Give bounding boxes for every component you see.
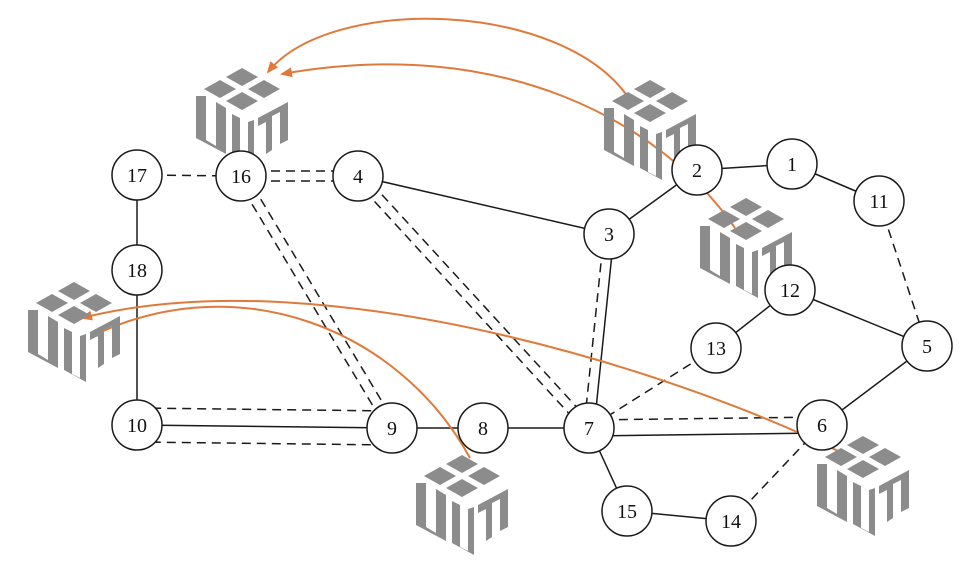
node-15: 15 [601,485,653,537]
link-7-6-dashed [588,416,822,421]
node-circle [766,138,818,190]
node-label: 13 [706,338,726,360]
node-circle [764,264,816,316]
node-1: 1 [766,138,818,190]
flow-arrow-srv-bottom-right-to-srv-left [80,299,853,459]
node-3: 3 [583,208,635,260]
node-label: 5 [922,336,932,358]
traffic-flows-layer [80,17,853,459]
node-circle [332,150,384,202]
node-11: 11 [853,175,905,227]
link-3-7-solid [593,234,615,429]
node-7: 7 [563,402,615,454]
node-circle [111,244,163,296]
link-10-9-dashed [137,407,393,412]
flow-arrow-srv-mid-right-to-srv-top-left [280,63,736,229]
link-3-7-dashed [583,233,605,428]
node-5: 5 [901,320,953,372]
server-rack-icon [28,282,120,382]
node-label: 4 [353,166,363,188]
node-circle [690,322,742,374]
node-label: 3 [604,224,614,246]
node-label: 14 [721,511,741,533]
node-13: 13 [690,322,742,374]
node-circle [796,399,848,451]
node-circle [901,320,953,372]
node-label: 11 [869,191,888,213]
node-16: 16 [215,150,267,202]
link-4-7-dashed [361,172,594,426]
node-circle [853,175,905,227]
node-circle [705,495,757,547]
node-label: 16 [231,166,251,188]
node-circle [583,208,635,260]
node-18: 18 [111,244,163,296]
node-4: 4 [332,150,384,202]
node-17: 17 [111,149,163,201]
flow-arrow-srv-top-right-to-srv-top-left [266,17,629,98]
node-label: 7 [584,418,594,440]
node-circle [366,402,418,454]
node-2: 2 [671,144,723,196]
link-10-9-solid [136,424,393,429]
flow-arrow-srv-bottom-to-srv-left [90,305,471,459]
node-10: 10 [111,399,163,451]
node-12: 12 [764,264,816,316]
link-16-9-dashed [236,178,389,431]
node-8: 8 [457,402,509,454]
node-circle [457,402,509,454]
node-label: 17 [127,165,147,187]
node-14: 14 [705,495,757,547]
node-circle [111,149,163,201]
node-circle [563,402,615,454]
server-rack-icon [416,455,508,555]
node-6: 6 [796,399,848,451]
node-label: 6 [817,415,827,437]
node-label: 1 [787,154,797,176]
node-circle [215,150,267,202]
node-label: 2 [692,160,702,182]
node-9: 9 [366,402,418,454]
link-4-7-dashed [353,178,586,432]
link-4-3-solid [357,175,610,235]
node-label: 8 [478,418,488,440]
node-label: 12 [780,280,800,302]
link-16-9-dashed [244,173,397,426]
node-label: 10 [127,415,147,437]
link-7-6-solid [589,432,823,437]
server-rack-icon [817,436,909,536]
node-label: 18 [127,260,147,282]
link-10-9-dashed [136,441,392,446]
node-circle [671,144,723,196]
node-circle [601,485,653,537]
node-label: 15 [617,501,637,523]
node-circle [111,399,163,451]
node-label: 9 [387,418,397,440]
